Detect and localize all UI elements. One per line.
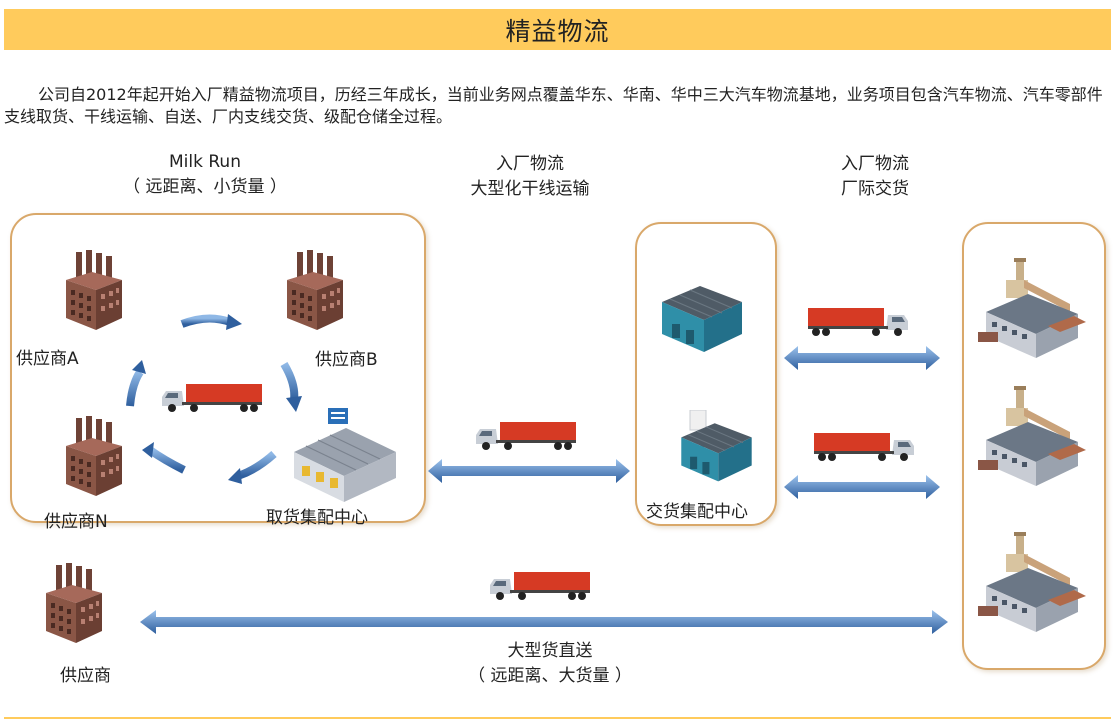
trunk-title: 入厂物流	[496, 154, 564, 174]
warehouse-icon-pickup-center	[294, 408, 396, 502]
supplier-n-label: 供应商N	[44, 512, 108, 532]
truck-icon-trunk	[476, 422, 576, 450]
direct-caption: 大型货直送 （ 远距离、大货量 ）	[440, 639, 660, 689]
warehouse-icon-delivery-center	[680, 410, 753, 482]
milk-run-title: Milk Run	[169, 152, 241, 172]
supplier-a-label: 供应商A	[16, 349, 79, 369]
page-title: 精益物流	[4, 9, 1111, 50]
plant-icon-2	[978, 386, 1086, 486]
double-arrow-icon-trunk	[428, 459, 630, 483]
factory-title: 入厂物流	[841, 154, 909, 174]
double-arrow-icon-factory-1	[784, 346, 940, 370]
intro-paragraph: 公司自2012年起开始入厂精益物流项目，历经三年成长，当前业务网点覆盖华东、华南…	[4, 85, 1103, 126]
trunk-subtitle: 大型化干线运输	[470, 179, 590, 199]
cycle-arrow-icon	[126, 314, 302, 484]
plant-icon-3	[978, 532, 1086, 632]
delivery-center-label: 交货集配中心	[646, 502, 748, 522]
factory-heading: 入厂物流 厂际交货	[815, 152, 935, 202]
warehouse-icon-1	[661, 285, 743, 353]
truck-icon-factory-1	[808, 308, 908, 336]
bottom-divider	[4, 717, 1111, 719]
direct-title: 大型货直送	[507, 641, 593, 661]
factory-subtitle: 厂际交货	[841, 179, 909, 199]
supplier-label: 供应商	[60, 666, 111, 686]
double-arrow-icon-direct	[140, 610, 948, 634]
plant-icon-1	[978, 258, 1086, 358]
direct-subtitle: （ 远距离、大货量 ）	[468, 666, 632, 686]
double-arrow-icon-factory-2	[784, 475, 940, 499]
pickup-center-label: 取货集配中心	[266, 508, 368, 528]
milk-run-heading: Milk Run （ 远距离、小货量 ）	[110, 150, 300, 200]
truck-icon-milk-run	[162, 384, 262, 412]
trunk-heading: 入厂物流 大型化干线运输	[440, 152, 620, 202]
factory-icon-supplier	[46, 563, 102, 643]
truck-icon-factory-2	[814, 433, 914, 461]
supplier-b-label: 供应商B	[315, 350, 378, 370]
truck-icon-direct	[490, 572, 590, 600]
milk-run-subtitle: （ 远距离、小货量 ）	[123, 177, 287, 197]
